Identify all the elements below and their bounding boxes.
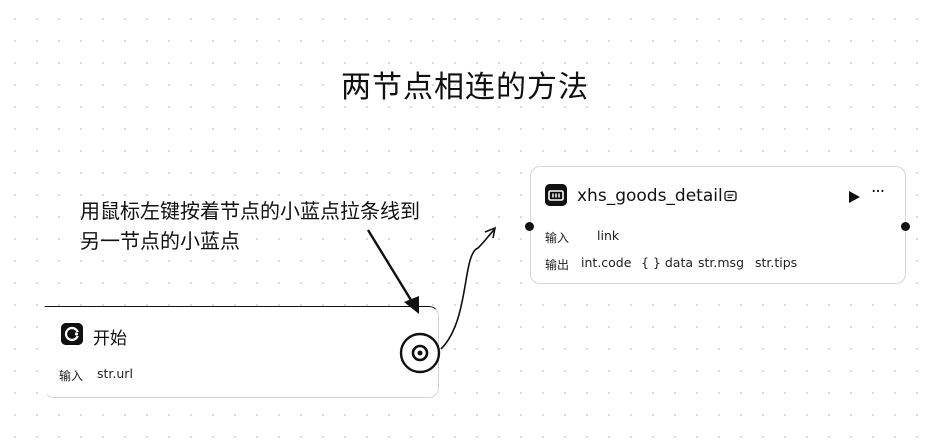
start-node-icon bbox=[61, 323, 83, 345]
instruction-annotation: 用鼠标左键按着节点的小蓝点拉条线到 另一节点的小蓝点 bbox=[80, 196, 480, 256]
start-node-input-label: 输入 bbox=[59, 369, 84, 383]
start-node[interactable]: 开始 输入 str.url bbox=[44, 306, 439, 398]
goods-detail-node[interactable]: xhs_goods_detail ··· 输入 link 输出 int.code… bbox=[530, 166, 906, 284]
output-data: { } data bbox=[641, 255, 694, 270]
output-int-code: int.code bbox=[581, 255, 632, 270]
goods-detail-input-label: 输入 bbox=[545, 231, 570, 245]
diagram-title: 两节点相连的方法 bbox=[341, 70, 589, 105]
goods-detail-output-port[interactable] bbox=[901, 222, 910, 231]
start-node-input-url: str.url bbox=[97, 366, 133, 381]
node-info-icon[interactable] bbox=[724, 188, 737, 202]
more-options-button[interactable]: ··· bbox=[871, 182, 885, 202]
goods-detail-node-title: xhs_goods_detail bbox=[577, 186, 723, 206]
connection-arrowhead bbox=[484, 226, 497, 239]
goods-detail-input-port[interactable] bbox=[525, 222, 534, 231]
goods-detail-node-icon bbox=[545, 184, 567, 206]
goods-detail-output-label: 输出 bbox=[545, 258, 570, 272]
goods-detail-input-link: link bbox=[597, 228, 620, 243]
output-str-tips: str.tips bbox=[755, 255, 798, 270]
instruction-line-1: 用鼠标左键按着节点的小蓝点拉条线到 bbox=[80, 199, 420, 223]
run-icon[interactable] bbox=[847, 189, 861, 203]
instruction-line-2: 另一节点的小蓝点 bbox=[80, 229, 240, 253]
start-node-title: 开始 bbox=[93, 329, 127, 349]
output-str-msg: str.msg bbox=[698, 255, 745, 270]
